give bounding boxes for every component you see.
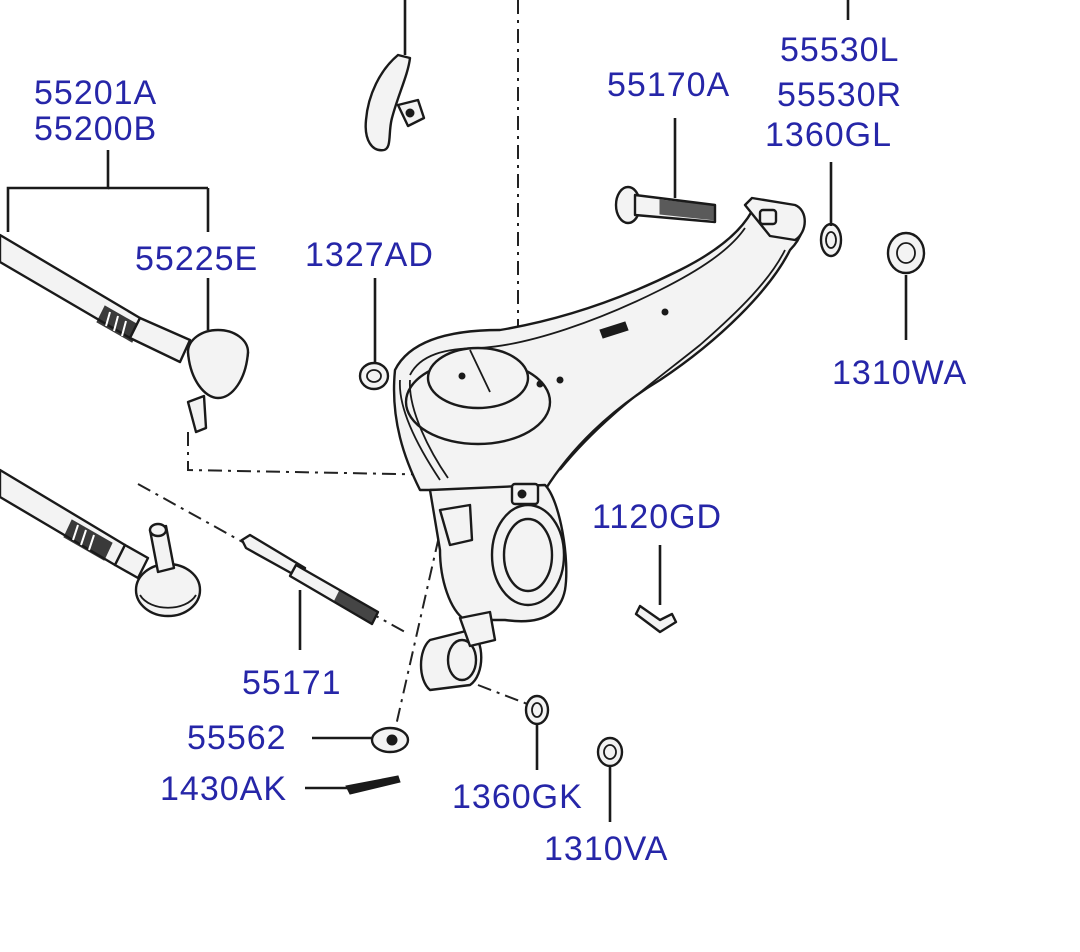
label-55200B: 55200B bbox=[34, 110, 157, 148]
part-labels: 55201A 55200B 55225E 1327AD 55170A 55530… bbox=[34, 31, 967, 868]
label-1310WA: 1310WA bbox=[832, 354, 967, 392]
label-1360GL: 1360GL bbox=[765, 116, 892, 154]
label-1120GD: 1120GD bbox=[592, 498, 722, 536]
label-55530L: 55530L bbox=[780, 31, 899, 69]
wire-clip-part bbox=[364, 0, 426, 152]
leader-lines bbox=[6, 0, 908, 822]
label-55171: 55171 bbox=[242, 664, 342, 702]
label-55562: 55562 bbox=[187, 719, 287, 757]
tie-rod-upper bbox=[0, 233, 250, 434]
label-1310VA: 1310VA bbox=[544, 830, 668, 868]
label-1430AK: 1430AK bbox=[160, 770, 287, 808]
bolt-55171 bbox=[240, 533, 380, 626]
label-55201A: 55201A bbox=[34, 74, 157, 112]
fasteners bbox=[345, 185, 926, 795]
knuckle-hub bbox=[419, 482, 568, 692]
label-1327AD: 1327AD bbox=[305, 236, 434, 274]
label-55530R: 55530R bbox=[777, 76, 902, 114]
label-1360GK: 1360GK bbox=[452, 778, 583, 816]
label-55170A: 55170A bbox=[607, 66, 730, 104]
label-55225E: 55225E bbox=[135, 240, 258, 278]
tie-rod-lower bbox=[0, 468, 202, 618]
lower-control-arm bbox=[392, 196, 806, 492]
